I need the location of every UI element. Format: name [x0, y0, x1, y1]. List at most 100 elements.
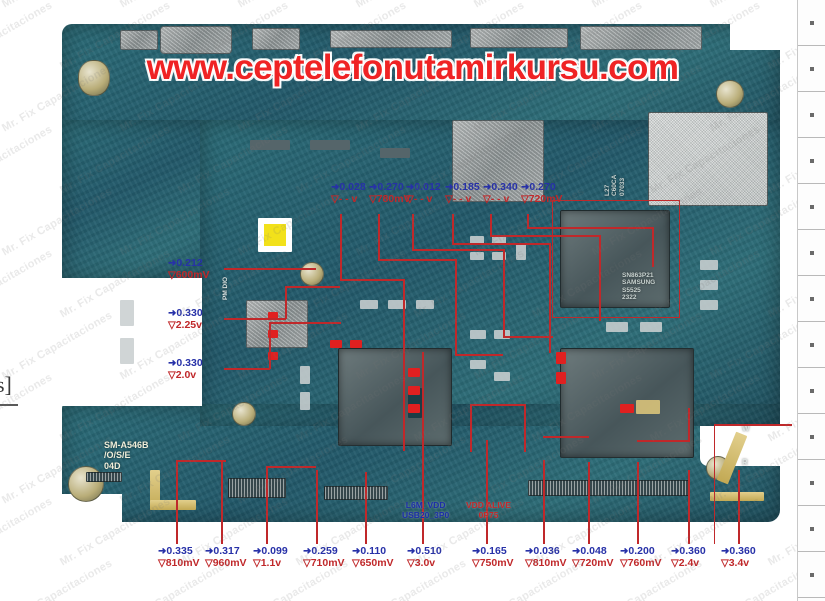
callout-vdd-alive[interactable]: VDD ALIVE 0P75 — [466, 500, 512, 520]
measurement-label-top-4[interactable]: ➜0.185 ▽- - v — [445, 181, 480, 205]
resistance-arrow-icon: ➜ — [158, 546, 167, 557]
led-pad-yellow — [258, 218, 292, 252]
test-point-component — [268, 330, 278, 338]
gold-trace-br — [710, 492, 764, 501]
shield-rf-large — [648, 112, 768, 206]
thumbnail-marker-icon — [809, 388, 814, 393]
measurement-label-top-3[interactable]: ➜0.012 ▽- - v — [406, 181, 441, 205]
measurement-label-top-6[interactable]: ➜0.270 ▽720mV — [521, 181, 563, 205]
voltage-triangle-icon: ▽ — [168, 269, 176, 281]
measurement-label-top-1[interactable]: ➜0.028 ▽- - v — [331, 181, 366, 205]
smd-component — [494, 372, 510, 381]
mount-hole-lower-left — [232, 402, 256, 426]
thumbnail-marker-icon — [809, 342, 814, 347]
measurement-label-bottom-4[interactable]: ➜0.259 ▽710mV — [303, 545, 345, 569]
shield-left-mid — [246, 300, 308, 348]
voltage-triangle-icon: ▽ — [483, 193, 491, 205]
thumbnail-marker-icon — [809, 296, 814, 301]
smd-component — [416, 300, 434, 309]
resistance-arrow-icon: ➜ — [407, 546, 416, 557]
measurement-label-bottom-3[interactable]: ➜0.099 ▽1.1v — [253, 545, 288, 569]
smd-component — [606, 322, 628, 332]
resistance-arrow-icon: ➜ — [521, 182, 530, 193]
thumbnail-cell[interactable] — [798, 0, 825, 46]
thumbnail-cell[interactable] — [798, 230, 825, 276]
resistance-arrow-icon: ➜ — [168, 258, 177, 269]
resistance-arrow-icon: ➜ — [205, 546, 214, 557]
thumbnail-cell[interactable] — [798, 322, 825, 368]
thumbnail-cell[interactable] — [798, 138, 825, 184]
test-point-component — [350, 340, 362, 348]
connector-bottom-left — [228, 478, 286, 498]
resistance-arrow-icon: ➜ — [525, 546, 534, 557]
smd-component — [470, 236, 484, 244]
thumbnail-marker-icon — [809, 572, 814, 577]
thumbnail-marker-icon — [809, 20, 814, 25]
smd-component — [388, 300, 406, 309]
voltage-triangle-icon: ▽ — [253, 557, 261, 569]
chip-pmic — [560, 210, 670, 308]
shield-top-d — [330, 30, 452, 48]
callout-l6m-vdd-usb[interactable]: L6M_VDD USB20_3P0 — [402, 500, 449, 520]
test-point-component — [408, 404, 420, 413]
thumbnail-cell[interactable] — [798, 460, 825, 506]
resistance-arrow-icon: ➜ — [331, 182, 340, 193]
measurement-label-top-2[interactable]: ➜0.270 ▽780mV — [369, 181, 411, 205]
thumbnail-cell[interactable] — [798, 92, 825, 138]
smd-component — [700, 300, 718, 310]
measurement-label-bottom-5[interactable]: ➜0.110 ▽650mV — [352, 545, 394, 569]
voltage-triangle-icon: ▽ — [352, 557, 360, 569]
measurement-label-left-2[interactable]: ➜0.330 ▽2.25v — [168, 307, 203, 331]
measurement-label-bottom-10[interactable]: ➜0.200 ▽760mV — [620, 545, 662, 569]
measurement-label-bottom-9[interactable]: ➜0.048 ▽720mV — [572, 545, 614, 569]
voltage-triangle-icon: ▽ — [168, 369, 176, 381]
thumbnail-cell[interactable] — [798, 46, 825, 92]
measurement-label-bottom-12[interactable]: ➜0.360 ▽3.4v — [721, 545, 756, 569]
site-watermark-headline[interactable]: www.ceptelefonutamirkursu.com — [145, 47, 680, 89]
voltage-triangle-icon: ▽ — [158, 557, 166, 569]
thumbnail-cell[interactable] — [798, 506, 825, 552]
test-point-component — [268, 352, 278, 360]
mount-hole-mid — [300, 262, 324, 286]
measurement-label-bottom-8[interactable]: ➜0.036 ▽810mV — [525, 545, 567, 569]
test-point-component — [556, 352, 566, 364]
smd-component — [300, 392, 310, 410]
resistance-arrow-icon: ➜ — [168, 308, 177, 319]
measurement-label-bottom-1[interactable]: ➜0.335 ▽810mV — [158, 545, 200, 569]
measurement-label-left-3[interactable]: ➜0.330 ▽2.0v — [168, 357, 203, 381]
voltage-triangle-icon: ▽ — [521, 193, 529, 205]
thumbnail-cell[interactable] — [798, 368, 825, 414]
connector-bottom-mid — [324, 486, 388, 500]
measurement-label-bottom-7[interactable]: ➜0.165 ▽750mV — [472, 545, 514, 569]
thumbnail-marker-icon — [809, 526, 814, 531]
measurement-label-top-5[interactable]: ➜0.340 ▽- - v — [483, 181, 518, 205]
smd-component — [700, 260, 718, 270]
thumbnail-marker-icon — [809, 158, 814, 163]
thumbnail-cell[interactable] — [798, 414, 825, 460]
callout-line1: VDD ALIVE — [466, 500, 512, 510]
voltage-triangle-icon: ▽ — [445, 193, 453, 205]
thumbnail-cell[interactable] — [798, 184, 825, 230]
smd-component — [516, 244, 526, 260]
test-point-component — [556, 372, 566, 384]
thumbnail-marker-icon — [809, 66, 814, 71]
smd-component — [494, 330, 510, 339]
measurement-label-left-1[interactable]: ➜0.212 ▽600mV — [168, 257, 210, 281]
mount-hole-top-left — [78, 60, 110, 96]
measurement-label-bottom-11[interactable]: ➜0.360 ▽2.4v — [671, 545, 706, 569]
thumbnail-cell[interactable] — [798, 276, 825, 322]
shield-top-f — [580, 26, 702, 50]
shield-top-c — [252, 28, 300, 50]
shield-top-a — [120, 30, 158, 50]
resistance-arrow-icon: ➜ — [671, 546, 680, 557]
measurement-label-bottom-2[interactable]: ➜0.317 ▽960mV — [205, 545, 247, 569]
voltage-triangle-icon: ▽ — [331, 193, 339, 205]
mount-hole-top-right — [716, 80, 744, 108]
voltage-triangle-icon: ▽ — [472, 557, 480, 569]
chip-modem — [560, 348, 694, 458]
thumbnail-cell[interactable] — [798, 552, 825, 598]
page-thumbnail-rail[interactable] — [797, 0, 825, 601]
resistance-arrow-icon: ➜ — [445, 182, 454, 193]
measurement-label-bottom-6[interactable]: ➜0.510 ▽3.0v — [407, 545, 442, 569]
